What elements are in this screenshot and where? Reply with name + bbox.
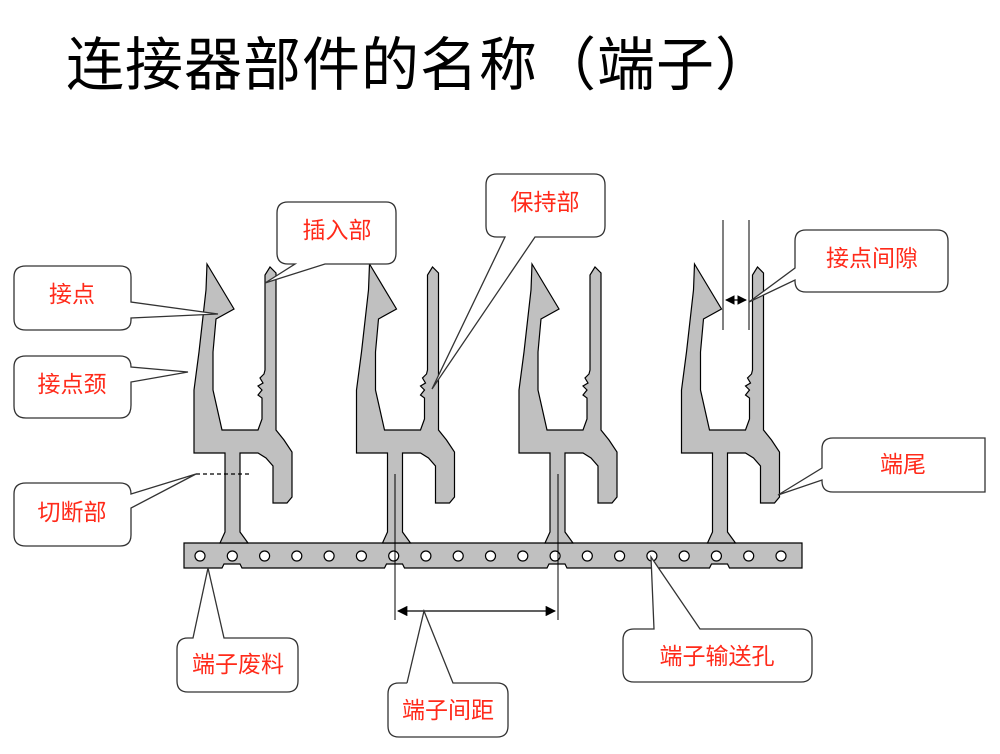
label-cut-off: 切断部 [38,500,107,526]
label-feed-hole: 端子输送孔 [660,644,775,670]
feed-hole [291,550,303,562]
feed-hole [743,550,755,562]
label-insertion: 插入部 [303,218,372,244]
feed-hole [355,550,367,562]
feed-hole [775,550,787,562]
page-title: 连接器部件的名称（端子） [66,31,775,99]
feed-hole [613,550,626,562]
callout-tail: 端尾 [777,437,986,496]
label-retention: 保持部 [511,190,580,216]
terminal [193,261,293,544]
callout-retention: 保持部 [431,173,606,390]
contact-gap-dimension [722,220,750,330]
callout-contact-neck: 接点颈 [13,355,189,419]
feed-hole [194,550,206,562]
feed-hole [710,550,723,562]
callout-contact-gap: 接点间隙 [748,229,949,303]
terminals [193,261,781,544]
callout-carrier-scrap: 端子废料 [176,567,299,693]
feed-hole [323,550,335,562]
carrier-strip [183,542,803,569]
label-contact-gap: 接点间隙 [826,246,918,272]
feed-hole [517,550,529,562]
terminal [680,261,781,544]
feed-hole [259,550,271,562]
feed-hole [420,550,432,562]
label-contact-point: 接点 [49,282,95,308]
callout-terminal-pitch: 端子间距 [387,608,509,738]
label-carrier-scrap: 端子废料 [192,652,284,678]
feed-hole [226,550,238,562]
label-terminal-pitch: 端子间距 [402,698,494,724]
callout-contact-point: 接点 [13,265,219,331]
label-tail: 端尾 [880,452,926,478]
feed-hole [549,550,561,562]
terminal [518,261,618,544]
feed-hole [581,550,593,562]
feed-hole [452,550,464,562]
feed-hole [484,550,497,562]
feed-hole [388,550,400,562]
callout-cut-off: 切断部 [13,473,197,547]
callout-feed-hole: 端子输送孔 [622,554,813,683]
feed-hole [678,550,690,562]
terminal [355,261,456,544]
label-contact-neck: 接点颈 [38,372,107,398]
callout-insertion: 插入部 [264,201,397,284]
